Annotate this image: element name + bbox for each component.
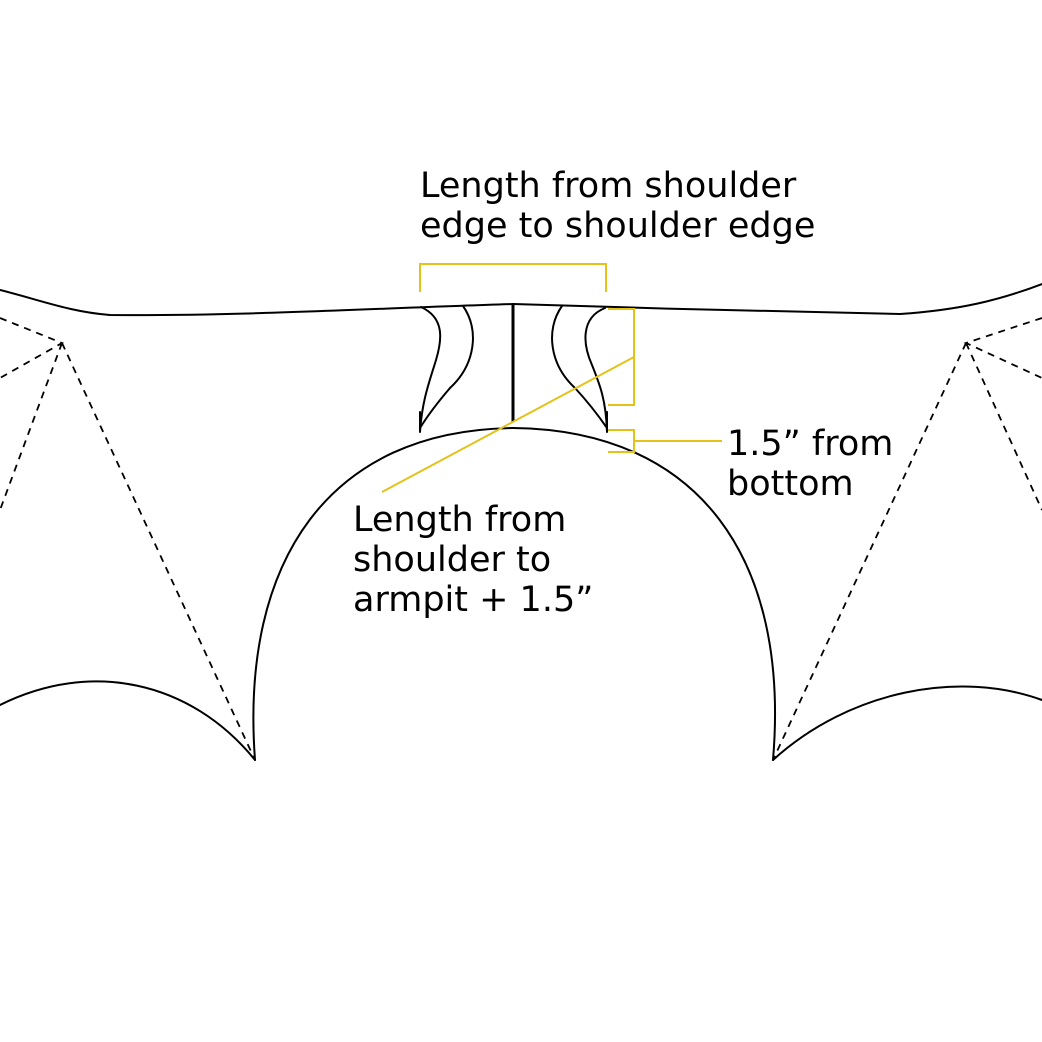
top-edge-right <box>512 283 1042 315</box>
bracket-from-bottom <box>608 429 635 453</box>
fold-line-left <box>0 317 256 761</box>
shoulder-cutout-left-outer <box>419 306 442 433</box>
label-armpit-length: Length from shoulder to armpit + 1.5” <box>353 500 594 620</box>
shoulder-cutout-right-outer <box>584 307 608 433</box>
fold-line-right <box>772 317 1042 761</box>
shoulder-cutout-right-inner <box>551 305 608 429</box>
label-shoulder-width: Length from shoulder edge to shoulder ed… <box>420 166 816 246</box>
shoulder-cutout-left-inner <box>419 305 474 429</box>
top-edge-left <box>0 289 514 317</box>
label-from-bottom: 1.5” from bottom <box>727 424 894 504</box>
bracket-shoulder-width <box>419 263 607 292</box>
leader-armpit-length <box>381 356 635 493</box>
wing-scallop-right <box>772 685 1042 761</box>
body-arch <box>252 427 777 761</box>
wing-scallop-left <box>0 680 256 761</box>
bracket-shoulder-height <box>608 308 635 406</box>
